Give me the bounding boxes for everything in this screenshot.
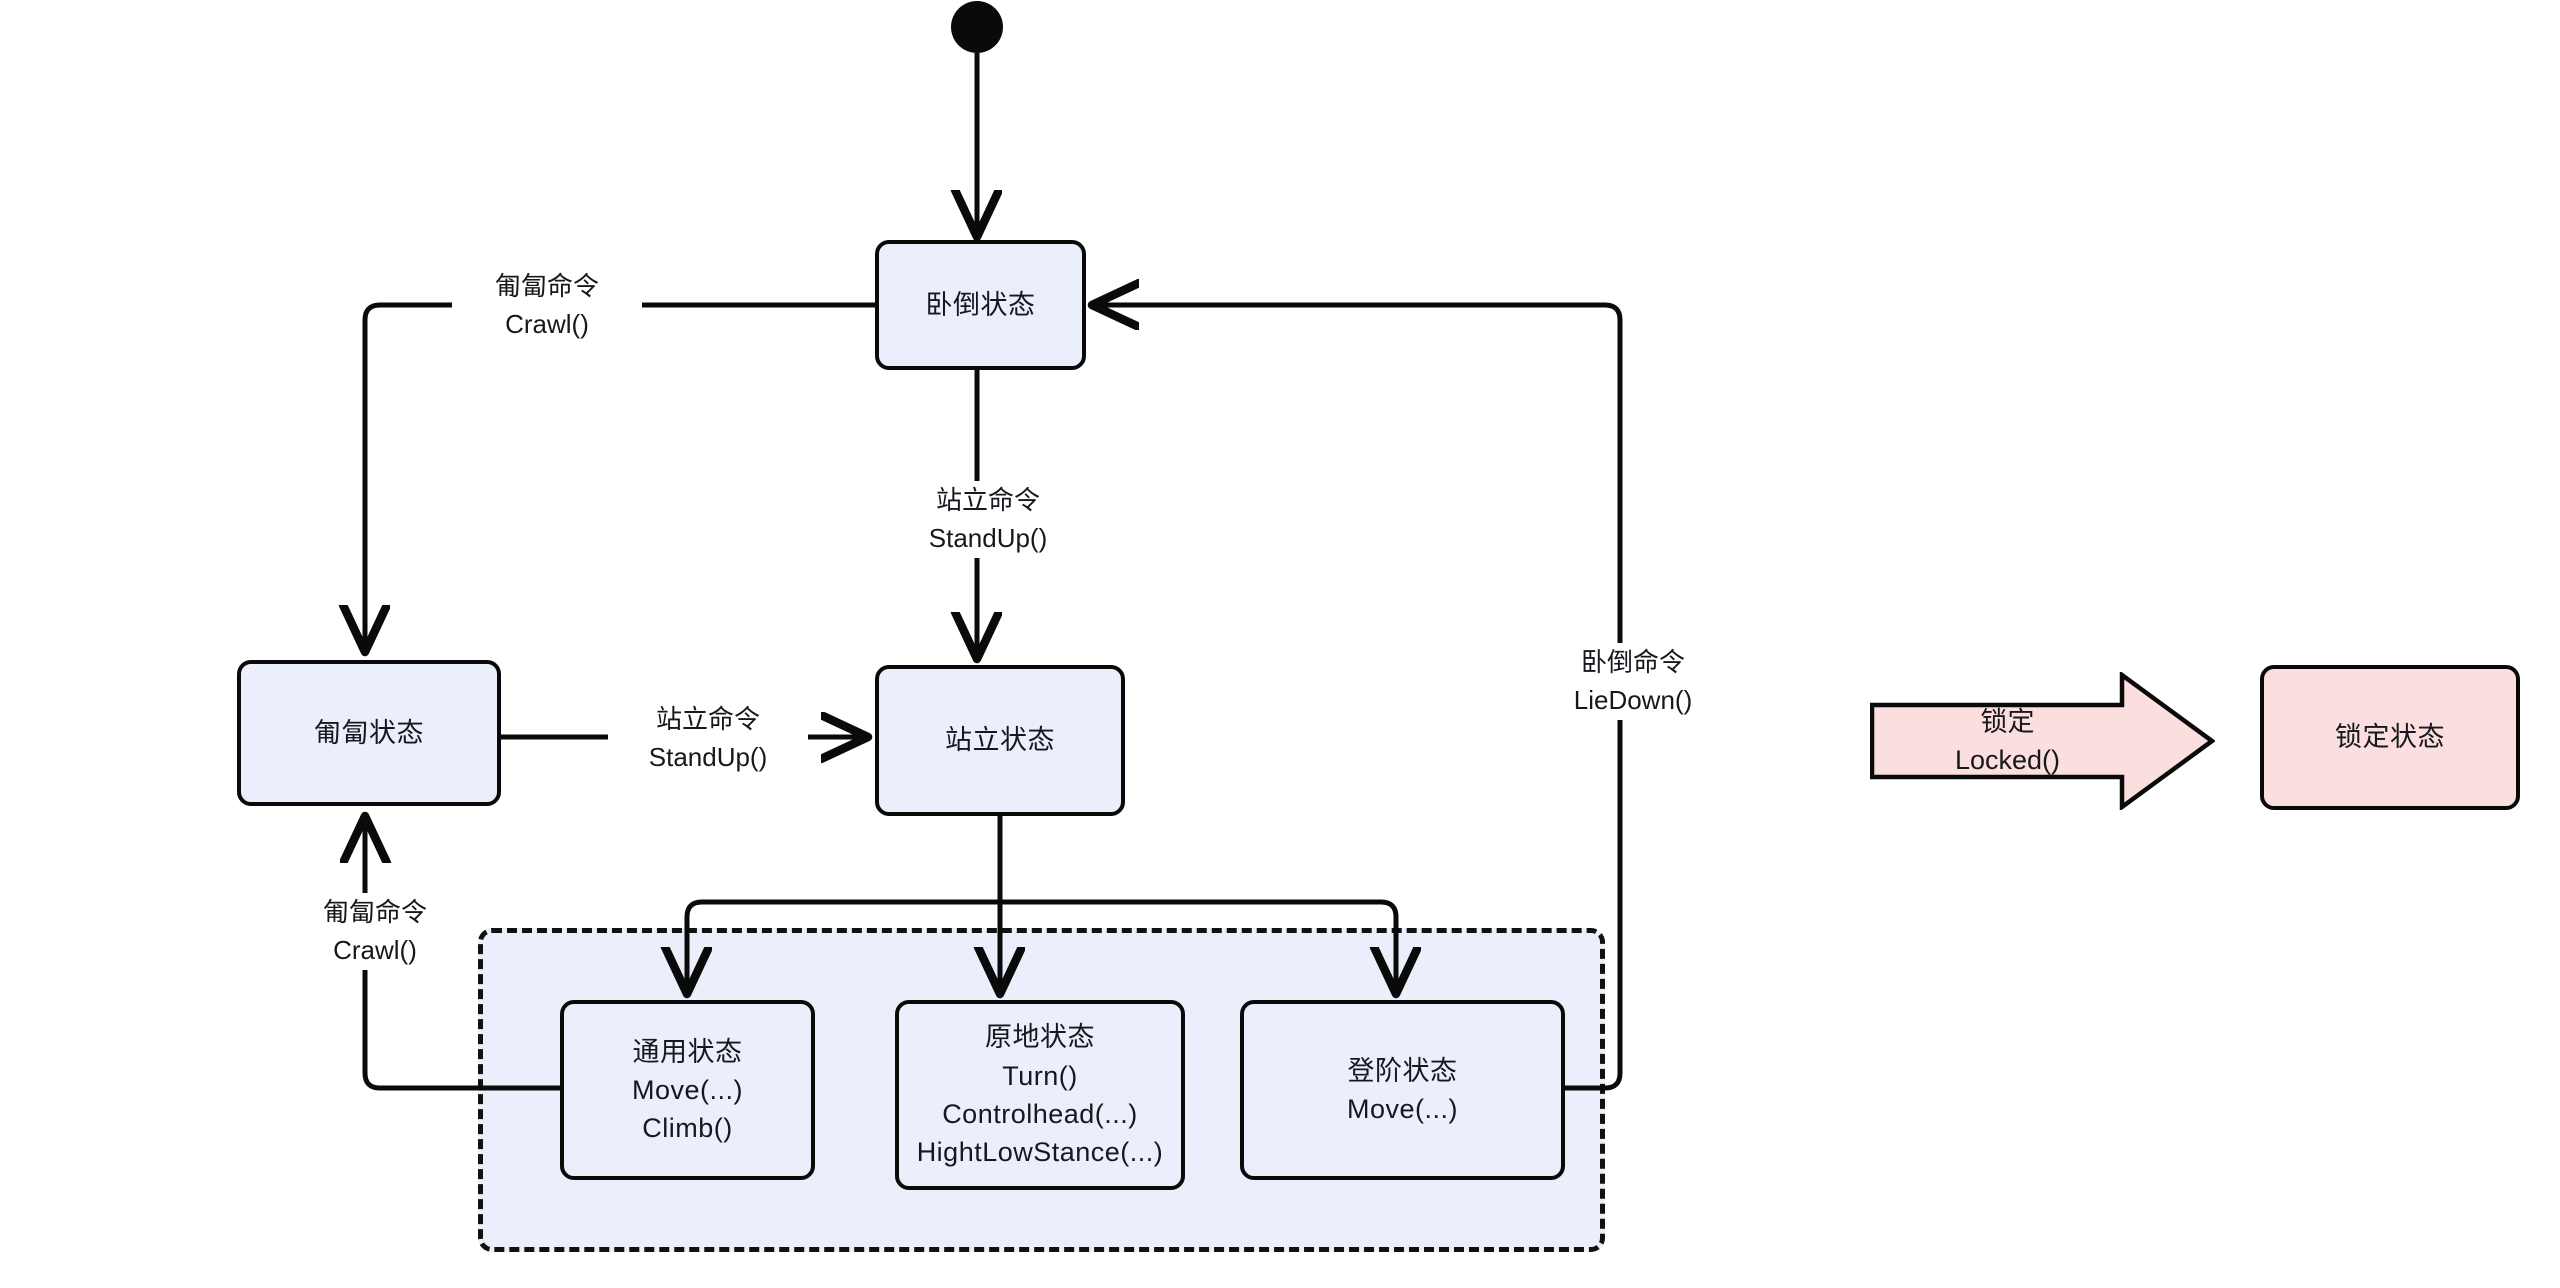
block-arrow-shape	[1870, 672, 2215, 810]
block-arrow-label: 锁定 Locked()	[1954, 706, 2061, 775]
state-stair-climb[interactable]: 登阶状态 Move(...)	[1240, 1000, 1565, 1180]
edge-general-to-crawl	[365, 820, 560, 1091]
edge-label-general-to-crawl: 匍匐命令 Crawl()	[280, 893, 470, 971]
edge-stand-to-general	[687, 899, 1000, 990]
locked-block-arrow[interactable]: 锁定 Locked()	[1870, 672, 2215, 810]
edge-lie-to-crawl	[365, 302, 875, 648]
edge-label-lie-to-stand: 站立命令 StandUp()	[888, 481, 1088, 559]
state-general[interactable]: 通用状态 Move(...) Climb()	[560, 1000, 815, 1180]
state-lie-down[interactable]: 卧倒状态	[875, 240, 1086, 370]
edge-label-stair-to-lie: 卧倒命令 LieDown()	[1528, 643, 1738, 721]
state-in-place[interactable]: 原地状态 Turn() Controlhead(...) HightLowSta…	[895, 1000, 1185, 1190]
state-crawl[interactable]: 匍匐状态	[237, 660, 501, 806]
initial-state-marker	[951, 1, 1003, 53]
edge-label-crawl-to-stand: 站立命令 StandUp()	[608, 700, 808, 778]
state-locked[interactable]: 锁定状态	[2260, 665, 2520, 810]
edge-stand-to-stair	[1000, 899, 1396, 990]
state-stand[interactable]: 站立状态	[875, 665, 1125, 816]
edge-label-lie-to-crawl: 匍匐命令 Crawl()	[452, 267, 642, 345]
